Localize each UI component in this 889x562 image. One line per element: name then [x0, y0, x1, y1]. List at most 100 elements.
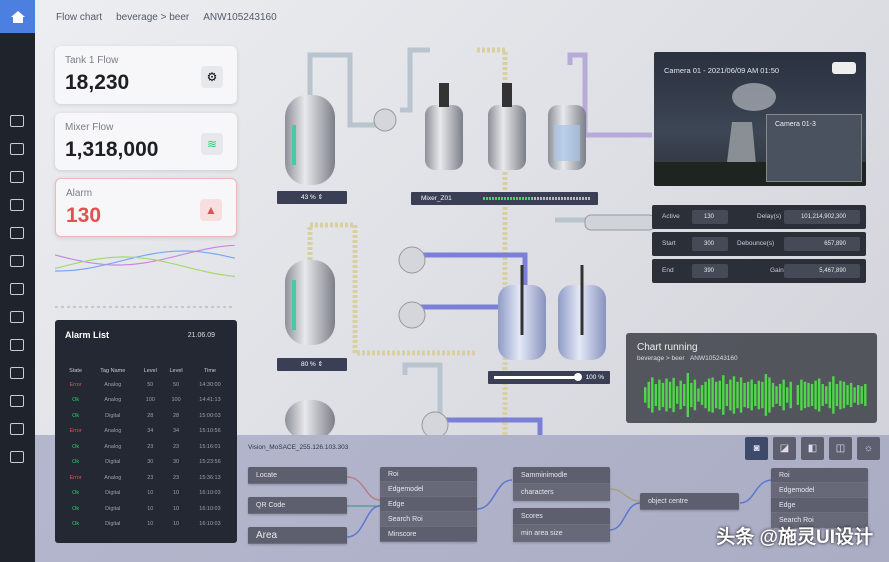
vision-node[interactable]: object centre — [640, 493, 739, 510]
camera-feed[interactable]: Camera 01 - 2021/06/09 AM 01:50 Camera 0… — [654, 52, 866, 186]
control-value-stepper[interactable]: 101,214,902,300 — [784, 210, 860, 224]
connection — [346, 505, 381, 538]
control-value-stepper[interactable]: 5,467,890 — [784, 264, 860, 278]
slider-handle[interactable] — [574, 373, 582, 381]
warning-icon[interactable]: ▲ — [200, 199, 222, 221]
split-icon[interactable]: ◧ — [801, 437, 824, 460]
column-header[interactable]: Tag Name — [100, 367, 126, 374]
vision-input-node[interactable]: Locate — [248, 467, 347, 484]
compare-icon[interactable]: ◫ — [829, 437, 852, 460]
control-value-stepper[interactable]: 130 — [692, 210, 728, 224]
node-port[interactable]: min area size — [513, 525, 610, 542]
node-port[interactable]: Locate — [248, 467, 347, 484]
crop-icon[interactable] — [10, 115, 24, 127]
chart-breadcrumb: beverage > beer — [637, 355, 685, 362]
node-port[interactable]: Area — [248, 527, 347, 544]
node-port[interactable]: QR Code — [248, 497, 347, 514]
control-value-stepper[interactable]: 390 — [692, 264, 728, 278]
pump — [373, 108, 397, 132]
brightness-icon[interactable] — [10, 423, 24, 435]
time-cell: 15:16:01 — [199, 443, 221, 450]
contrast-icon[interactable] — [10, 451, 24, 463]
control-value-stepper[interactable]: 657,890 — [784, 237, 860, 251]
waveform-bar — [722, 375, 725, 415]
signal-icon[interactable]: ≋ — [201, 133, 223, 155]
share-icon[interactable] — [10, 339, 24, 351]
node-port[interactable]: Edgemodel — [771, 483, 868, 498]
control-label: Gain — [770, 267, 784, 274]
vision-input-node[interactable]: Area — [248, 527, 347, 544]
node-port[interactable]: Scores — [513, 508, 610, 525]
column-header[interactable]: State — [69, 367, 83, 374]
tag-cell: Analog — [104, 428, 122, 435]
camera-icon[interactable]: ◙ — [745, 437, 768, 460]
gear-icon[interactable]: ⚙ — [201, 66, 223, 88]
tank1-level-stepper[interactable]: 43 % ⇕ — [277, 191, 347, 204]
waveform-bar — [729, 379, 732, 411]
node-port[interactable]: object centre — [640, 493, 739, 510]
node-port[interactable]: characters — [513, 484, 610, 501]
node-port[interactable]: Edgemodel — [380, 482, 477, 497]
node-port[interactable]: Edge — [771, 498, 868, 513]
breadcrumb-path[interactable]: beverage > beer — [116, 12, 190, 23]
barcode-icon[interactable] — [10, 283, 24, 295]
node-connections — [346, 476, 773, 538]
waveform-bar — [683, 384, 686, 406]
waveform-bar — [832, 376, 835, 414]
node-port[interactable]: Samminimodle — [513, 467, 610, 484]
column-header[interactable]: Level — [143, 367, 157, 374]
node-port[interactable]: Roi — [771, 468, 868, 483]
image-icon[interactable]: ◪ — [773, 437, 796, 460]
measure-icon[interactable] — [10, 311, 24, 323]
qr-icon[interactable] — [10, 143, 24, 155]
level-cell: 28 — [172, 412, 180, 419]
tank2-level-stepper[interactable]: 80 % ⇕ — [277, 358, 347, 371]
layers-icon[interactable] — [10, 395, 24, 407]
home-button[interactable] — [0, 0, 35, 33]
link-icon[interactable] — [10, 367, 24, 379]
level-cell: 28 — [147, 412, 154, 419]
column-header[interactable]: Time — [203, 367, 216, 374]
tank-flow-card: Tank 1 Flow 18,230 ⚙ — [55, 46, 237, 104]
waveform-bar — [782, 379, 785, 411]
mixer-slider[interactable]: 100 % — [488, 371, 610, 384]
waveform-bar — [796, 385, 800, 405]
level-cell: 10 — [147, 521, 154, 528]
waveform-bar — [732, 376, 736, 414]
camera-inset[interactable]: Camera 01-3 — [766, 114, 862, 182]
node-port[interactable]: Minscore — [380, 527, 477, 542]
node-port[interactable]: Edge — [380, 497, 477, 512]
control-value-stepper[interactable]: 300 — [692, 237, 728, 251]
node-port[interactable]: Search Roi — [380, 512, 477, 527]
state-cell: Ok — [72, 397, 80, 404]
control-label: Delay(s) — [757, 213, 782, 220]
card-value: 1,318,000 — [65, 138, 159, 161]
abc-icon[interactable] — [10, 227, 24, 239]
column-header[interactable]: Level — [169, 367, 183, 374]
node-port[interactable]: Search Roi — [771, 513, 868, 528]
grid-icon[interactable] — [10, 171, 24, 183]
text-icon[interactable] — [10, 199, 24, 211]
tag-cell: Digital — [105, 490, 121, 497]
node-port[interactable]: Roi — [380, 467, 477, 482]
card-value: 18,230 — [65, 71, 130, 94]
alarm-list-title: Alarm List — [65, 330, 110, 340]
checker-icon[interactable] — [10, 255, 24, 267]
bulb-icon[interactable]: ☼ — [857, 437, 880, 460]
time-cell: 14:30:00 — [199, 381, 221, 388]
vision-input-node[interactable]: QR Code — [248, 497, 347, 514]
